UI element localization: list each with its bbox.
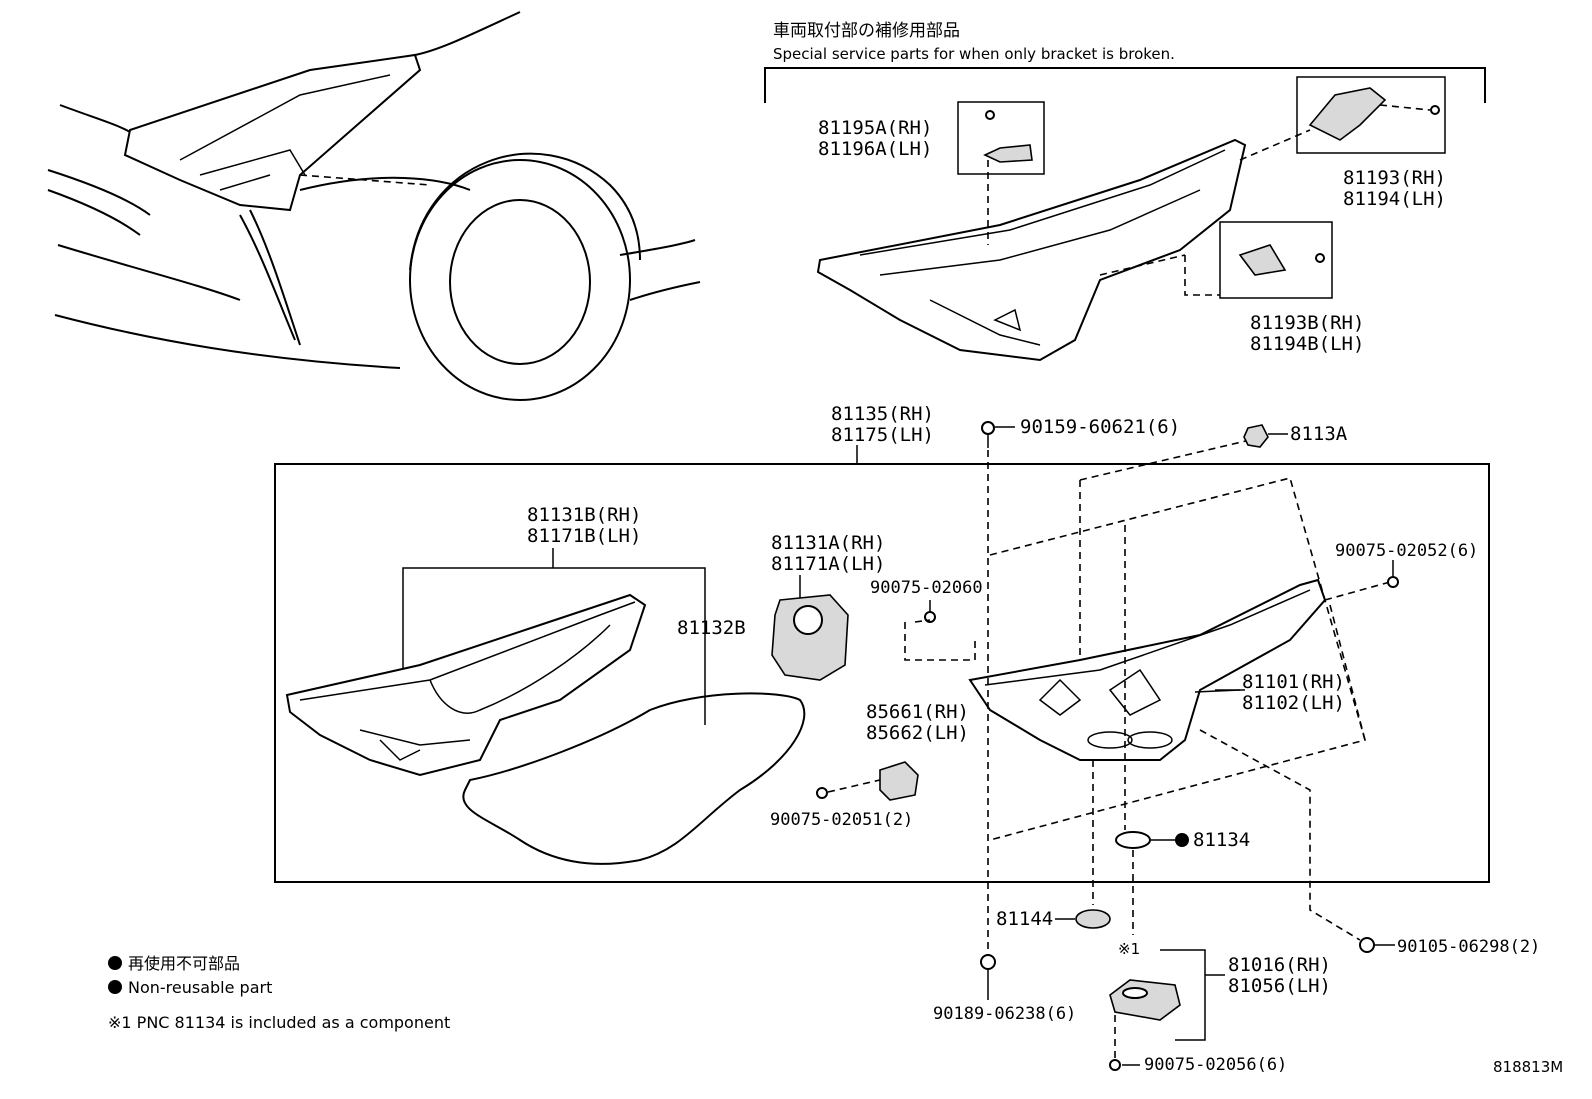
figure-id: 818813M <box>1493 1058 1564 1076</box>
label-81171b[interactable]: 81171B(LH) <box>527 525 642 547</box>
legend-en-text: Non-reusable part <box>128 978 273 997</box>
label-81132b[interactable]: 81132B <box>677 617 746 639</box>
label-90105[interactable]: 90105-06298(2) <box>1397 937 1541 957</box>
label-90075-02060[interactable]: 90075-02060 <box>870 578 983 598</box>
leader-81016 <box>1160 949 1206 1041</box>
screw-icon <box>816 787 828 799</box>
screw-icon <box>924 611 936 623</box>
label-81171a[interactable]: 81171A(LH) <box>771 553 886 575</box>
service-title-en: Special service parts for when only brac… <box>773 45 1175 63</box>
screw-icon <box>985 110 995 120</box>
actuator-85661 <box>879 761 919 801</box>
label-81195a[interactable]: 81195A(RH) <box>818 117 933 139</box>
label-81134[interactable]: 81134 <box>1193 829 1251 851</box>
label-90075-02051[interactable]: 90075-02051(2) <box>770 810 914 830</box>
label-81175[interactable]: 81175(LH) <box>831 424 934 446</box>
screw-icon <box>981 421 995 435</box>
label-81193[interactable]: 81193(RH) <box>1343 167 1446 189</box>
label-8113a[interactable]: 8113A <box>1290 423 1348 445</box>
label-81193b[interactable]: 81193B(RH) <box>1250 312 1365 334</box>
screw-icon <box>1315 253 1325 263</box>
bracket-box-81193b <box>1219 221 1333 299</box>
cap-81144 <box>1075 909 1111 929</box>
bracket-81195a <box>983 144 1033 163</box>
service-parts-frame <box>764 67 1486 103</box>
legend-note: ※1 PNC 81134 is included as a component <box>108 1013 451 1032</box>
label-81144[interactable]: 81144 <box>996 908 1054 930</box>
label-81102[interactable]: 81102(LH) <box>1242 692 1345 714</box>
service-title-jp: 車両取付部の補修用部品 <box>773 21 960 41</box>
legend-jp-text: 再使用不可部品 <box>128 954 241 973</box>
dash-outline <box>989 477 1366 841</box>
bracket-81193 <box>1308 87 1387 141</box>
nonreusable-dot-icon <box>1175 833 1189 847</box>
nut-8113a <box>1243 424 1269 448</box>
projector-81131a <box>771 594 849 681</box>
label-85662[interactable]: 85662(LH) <box>866 722 969 744</box>
headlamp-top-illustration <box>816 129 1311 362</box>
ballast-81016 <box>1109 979 1181 1021</box>
label-81056[interactable]: 81056(LH) <box>1228 975 1331 997</box>
label-90159[interactable]: 90159-60621(6) <box>1020 416 1181 438</box>
bracket-box-81193 <box>1296 76 1446 154</box>
oring-81134 <box>1115 831 1151 849</box>
screw-icon <box>1430 105 1440 115</box>
screw-icon <box>1387 576 1399 588</box>
legend-nonreusable-en: Non-reusable part <box>108 979 272 997</box>
label-81194b[interactable]: 81194B(LH) <box>1250 333 1365 355</box>
label-81131a[interactable]: 81131A(RH) <box>771 532 886 554</box>
label-85661[interactable]: 85661(RH) <box>866 701 969 723</box>
note-mark: ※1 <box>1118 940 1141 958</box>
label-90075-02052[interactable]: 90075-02052(6) <box>1335 541 1479 561</box>
screw-icon <box>1109 1059 1121 1071</box>
vehicle-front-illustration <box>47 11 701 401</box>
label-81194[interactable]: 81194(LH) <box>1343 188 1446 210</box>
housing-81101 <box>968 578 1327 761</box>
gasket-81132b <box>462 692 806 865</box>
nonreusable-dot-icon <box>108 980 122 994</box>
label-81016[interactable]: 81016(RH) <box>1228 954 1331 976</box>
leader-81131b <box>402 567 706 725</box>
assembly-frame <box>274 463 1490 883</box>
screw-icon <box>980 954 996 970</box>
label-90189[interactable]: 90189-06238(6) <box>933 1004 1077 1024</box>
label-81135[interactable]: 81135(RH) <box>831 403 934 425</box>
label-81131b[interactable]: 81131B(RH) <box>527 504 642 526</box>
bracket-box-81195a <box>957 101 1045 175</box>
nonreusable-dot-icon <box>108 956 122 970</box>
bracket-81193b <box>1238 244 1287 276</box>
label-90075-02056[interactable]: 90075-02056(6) <box>1144 1055 1288 1075</box>
label-81101[interactable]: 81101(RH) <box>1242 671 1345 693</box>
lens-81131b <box>285 593 647 777</box>
legend-nonreusable-jp: 再使用不可部品 <box>108 955 240 973</box>
screw-icon <box>1359 937 1375 953</box>
label-81196a[interactable]: 81196A(LH) <box>818 138 933 160</box>
